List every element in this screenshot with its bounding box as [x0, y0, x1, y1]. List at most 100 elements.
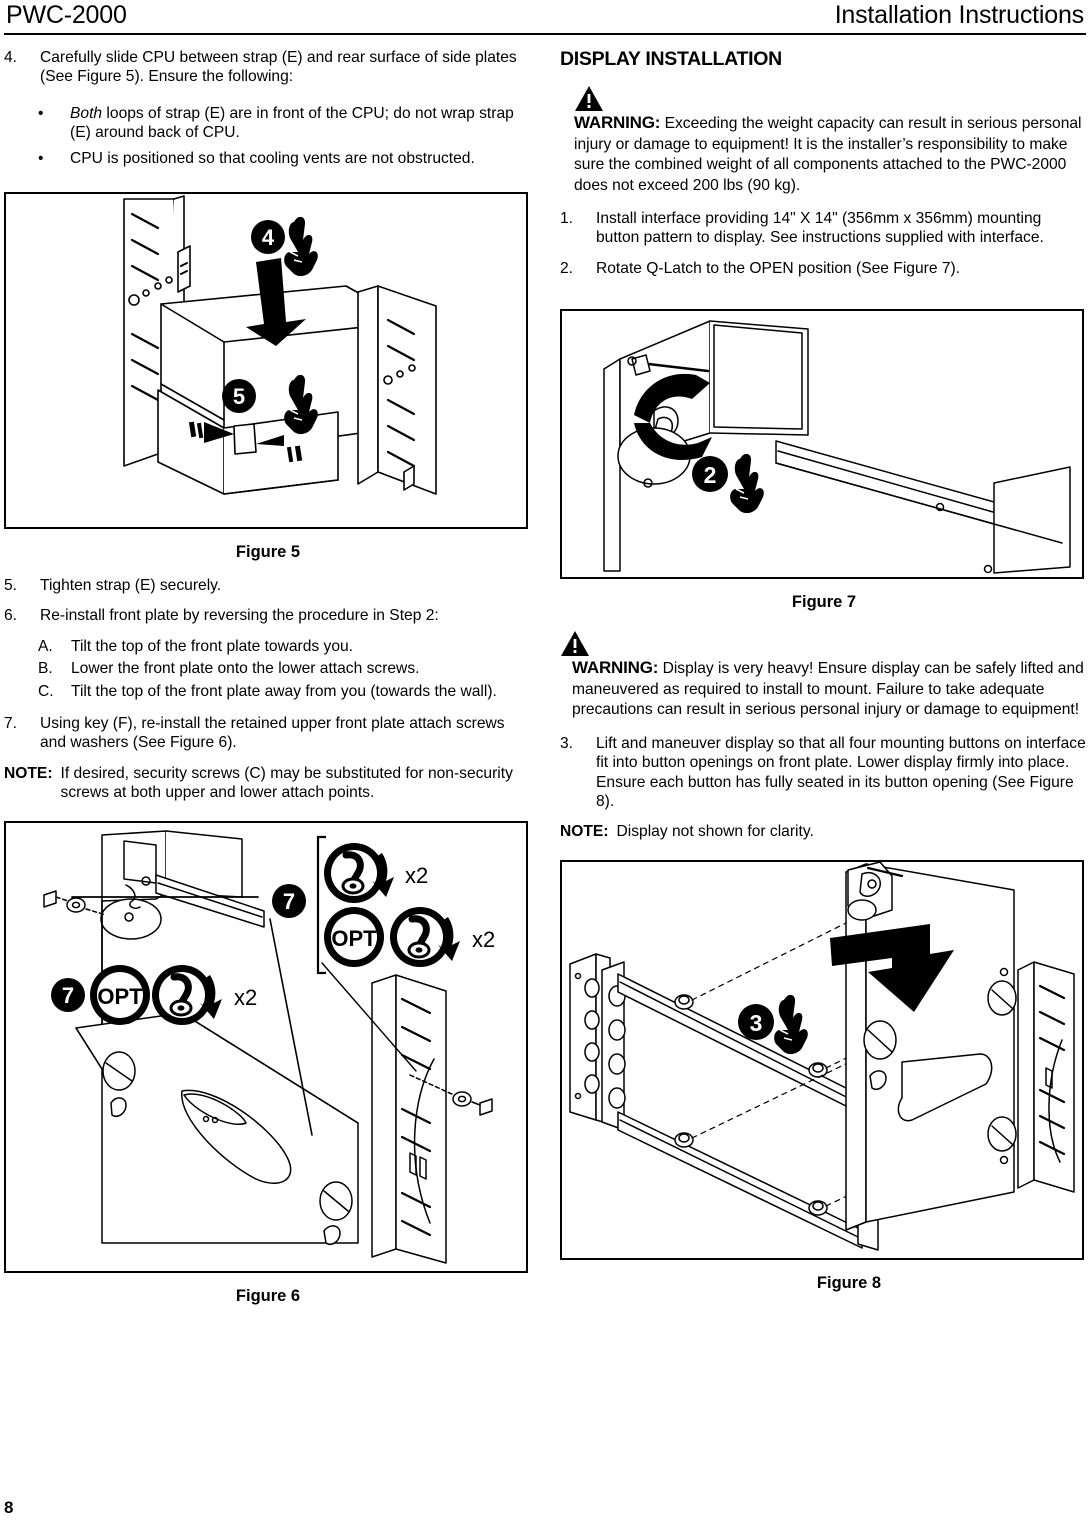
figure-8-frame: 3	[560, 859, 1084, 1260]
warning-triangle-icon	[560, 630, 1088, 657]
figure-7-caption: Figure 7	[791, 593, 857, 612]
figure-8-caption: Figure 8	[816, 1273, 882, 1292]
header-divider-rule	[4, 33, 1086, 35]
hand-icon	[284, 216, 318, 277]
substep-c: C. Tilt the top of the front plate away …	[4, 682, 532, 701]
step-2-text: Rotate Q-Latch to the OPEN position (See…	[596, 259, 961, 277]
substep-a: A. Tilt the top of the front plate towar…	[4, 637, 532, 656]
quantity-label-x2: x2	[472, 927, 495, 952]
down-arrow-icon	[830, 923, 954, 1012]
header-product-name: PWC-2000	[6, 1, 127, 29]
substep-a-marker: A.	[38, 637, 53, 655]
substep-b-text: Lower the front plate onto the lower att…	[71, 660, 420, 678]
bullet-text: Both loops of strap (E) are in front of …	[70, 104, 532, 143]
section-title-display-installation: DISPLAY INSTALLATION	[560, 48, 782, 70]
note-security-screws: NOTE: If desired, security screws (C) ma…	[4, 764, 532, 803]
note-label: NOTE:	[560, 823, 609, 841]
right-column: DISPLAY INSTALLATION WARNING: Exceeding …	[560, 48, 1088, 1293]
note-label: NOTE:	[4, 764, 53, 782]
callout-bubble-3: 3	[738, 1003, 774, 1040]
figure-5-caption: Figure 5	[235, 543, 301, 562]
warning-body: Display is very heavy! Ensure display ca…	[572, 660, 1084, 719]
step-1-text: Install interface providing 14" X 14" (3…	[596, 210, 1044, 247]
svg-text:OPT: OPT	[97, 984, 143, 1009]
svg-text:4: 4	[262, 225, 275, 250]
figure-7-frame: 2	[560, 309, 1084, 580]
step-5: 5. Tighten strap (E) securely.	[4, 576, 532, 595]
quantity-label-x2: x2	[405, 863, 428, 888]
step-5-number: 5.	[4, 577, 18, 595]
svg-text:OPT: OPT	[331, 926, 377, 951]
note-text: If desired, security screws (C) may be s…	[60, 764, 513, 802]
down-arrow-icon	[246, 258, 306, 347]
opt-badge: OPT	[90, 964, 150, 1025]
step-3-number: 3.	[560, 734, 574, 752]
hand-icon	[774, 994, 808, 1054]
step-4: 4. Carefully slide CPU between strap (E)…	[4, 48, 532, 87]
svg-text:3: 3	[750, 1010, 763, 1036]
step-6-number: 6.	[4, 607, 18, 625]
fastener-rotation-icon	[390, 906, 460, 967]
figure-7-illustration: 2	[603, 320, 1071, 574]
step-1-number: 1.	[560, 210, 574, 227]
svg-text:2: 2	[704, 462, 717, 488]
svg-text:7: 7	[283, 889, 295, 914]
step-7-text: Using key (F), re-install the retained u…	[40, 715, 505, 752]
callout-bubble-5: 5	[222, 379, 256, 414]
inset-bracket	[316, 835, 326, 974]
step-4-text: Carefully slide CPU between strap (E) an…	[40, 49, 517, 86]
warning-block-display-weight: WARNING: Display is very heavy! Ensure d…	[560, 630, 1088, 721]
page-number: 8	[4, 1498, 14, 1517]
warning-text-display-weight: WARNING: Display is very heavy! Ensure d…	[560, 658, 1088, 721]
hand-icon	[284, 374, 318, 435]
substep-b-marker: B.	[38, 660, 53, 678]
bullet-marker: •	[38, 104, 44, 122]
warning-block-weight-capacity: WARNING: Exceeding the weight capacity c…	[560, 85, 1088, 196]
substep-c-marker: C.	[38, 682, 54, 700]
left-column: 4. Carefully slide CPU between strap (E)…	[4, 48, 532, 1306]
callout-bubble-7-left: 7	[51, 977, 85, 1012]
substep-c-text: Tilt the top of the front plate away fro…	[71, 682, 497, 700]
warning-label: WARNING:	[572, 658, 659, 678]
warning-triangle-icon	[574, 85, 1088, 112]
step-1: 1. Install interface providing 14" X 14"…	[560, 209, 1088, 248]
callout-bubble-2: 2	[692, 456, 728, 493]
note-display-not-shown: NOTE: Display not shown for clarity.	[560, 822, 1088, 841]
figure-6-caption: Figure 6	[235, 1286, 301, 1305]
step-3: 3. Lift and maneuver display so that all…	[560, 734, 1088, 812]
warning-label: WARNING:	[574, 113, 661, 132]
warning-body: Exceeding the weight capacity can result…	[574, 115, 1082, 194]
figure-5-illustration: 4 5	[123, 195, 437, 495]
step-6: 6. Re-install front plate by reversing t…	[4, 606, 532, 625]
step-6-text: Re-install front plate by reversing the …	[40, 607, 439, 625]
step-2: 2. Rotate Q-Latch to the OPEN position (…	[560, 259, 1088, 278]
fastener-rotation-icon	[152, 964, 222, 1025]
figure-5-frame: 4 5	[4, 192, 528, 530]
bullet-emphasis: Both	[70, 104, 103, 122]
callout-bubble-4: 4	[251, 220, 285, 255]
opt-badge: OPT	[324, 906, 384, 967]
bullet-item: • Both loops of strap (E) are in front o…	[4, 104, 532, 143]
note-text: Display not shown for clarity.	[616, 823, 814, 841]
fastener-rotation-icon	[324, 842, 394, 903]
svg-text:5: 5	[233, 384, 245, 409]
step-3-text: Lift and maneuver display so that all fo…	[596, 734, 1086, 810]
bullet-text: CPU is positioned so that cooling vents …	[70, 149, 475, 167]
step-4-number: 4.	[4, 49, 18, 66]
header-document-title: Installation Instructions	[834, 1, 1085, 29]
rotation-arrow-icon	[634, 374, 712, 461]
substep-a-text: Tilt the top of the front plate towards …	[71, 637, 353, 655]
bullet-rest: loops of strap (E) are in front of the C…	[70, 104, 514, 142]
callout-bubble-7-right: 7	[272, 883, 306, 918]
bullet-item: • CPU is positioned so that cooling vent…	[4, 149, 532, 168]
hand-icon	[730, 454, 764, 514]
figure-8-illustration: 3	[569, 861, 1075, 1251]
page-header: PWC-2000 Installation Instructions	[0, 0, 1090, 40]
figure-6-frame: 7 x2 OPT	[4, 820, 528, 1273]
step-2-number: 2.	[560, 259, 574, 277]
step-5-text: Tighten strap (E) securely.	[40, 577, 222, 595]
svg-text:7: 7	[62, 983, 74, 1008]
quantity-label-x2: x2	[234, 985, 257, 1010]
warning-text-weight-capacity: WARNING: Exceeding the weight capacity c…	[574, 113, 1088, 196]
substep-b: B. Lower the front plate onto the lower …	[4, 659, 532, 678]
